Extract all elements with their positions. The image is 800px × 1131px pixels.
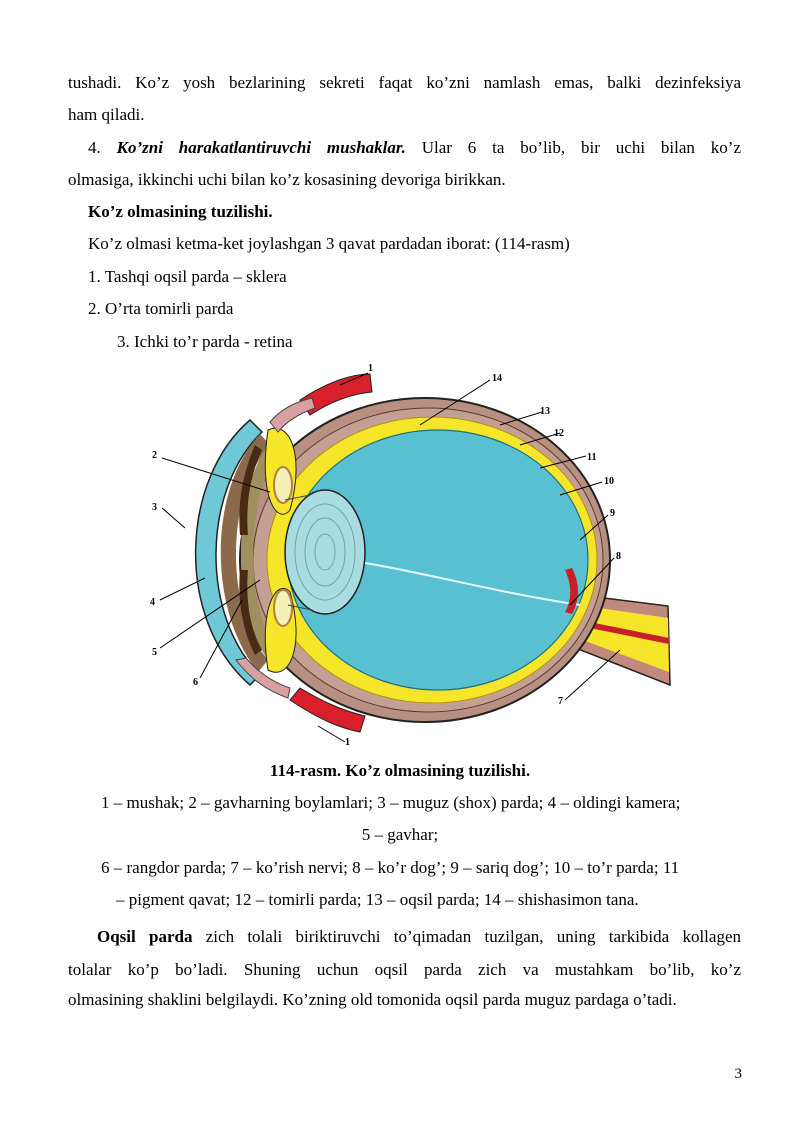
iris-lower bbox=[239, 570, 262, 655]
label-1-bottom: 1 bbox=[345, 737, 350, 745]
label-1-top: 1 bbox=[368, 363, 373, 374]
page-number: 3 bbox=[734, 1066, 743, 1082]
section-term: Ko’zni harakatlantiruvchi mushaklar. bbox=[116, 138, 406, 157]
muscle-lower bbox=[289, 687, 366, 733]
ciliary-process-upper bbox=[273, 466, 293, 504]
paragraph-line: olmasiga, ikkinchi uchi bilan ko’z kosas… bbox=[68, 170, 506, 189]
caption-line: 5 – gavhar; bbox=[361, 825, 439, 844]
paragraph-text: Ular 6 ta bo’lib, bir uchi bilan ko’z bbox=[421, 138, 742, 157]
ciliary-process-lower bbox=[273, 589, 293, 627]
label-4: 4 bbox=[150, 597, 155, 608]
paragraph-line: tolalar ko’p bo’ladi. Shuning uchun oqsi… bbox=[68, 960, 741, 979]
label-5: 5 bbox=[152, 647, 157, 658]
list-item: 2. O’rta tomirli parda bbox=[88, 299, 234, 318]
label-9: 9 bbox=[610, 508, 615, 519]
intro-line: Ko’z olmasi ketma-ket joylashgan 3 qavat… bbox=[88, 234, 570, 253]
label-7: 7 bbox=[558, 696, 563, 707]
section-heading: Ko’z olmasining tuzilishi. bbox=[88, 202, 273, 221]
label-8: 8 bbox=[616, 551, 621, 562]
lens-ring bbox=[314, 533, 336, 571]
label-12: 12 bbox=[554, 428, 564, 439]
paragraph-text: zich tolali biriktiruvchi to’qimadan tuz… bbox=[205, 927, 741, 946]
zonule-fibers bbox=[284, 494, 313, 611]
paragraph-line: 4. Ko’zni harakatlantiruvchi mushaklar. … bbox=[88, 131, 741, 164]
anterior-chamber bbox=[220, 434, 270, 672]
blind-spot bbox=[565, 568, 578, 614]
muscle-upper-tendon bbox=[269, 397, 316, 433]
figure-caption-title: 114-rasm. Ko’z olmasining tuzilishi. bbox=[269, 761, 531, 780]
anterior-chamber-inner bbox=[241, 445, 278, 660]
eye-diagram: 1 2 3 4 5 6 7 8 9 10 11 12 13 14 1 bbox=[150, 363, 671, 745]
paragraph-line: tushadi. Ko’z yosh bezlarining sekreti f… bbox=[68, 73, 741, 92]
list-item: 3. Ichki to’r parda - retina bbox=[117, 332, 293, 351]
muscle-lower-tendon bbox=[235, 657, 291, 699]
term-oqsil-parda: Oqsil parda bbox=[97, 927, 193, 946]
iris-upper bbox=[239, 445, 262, 535]
label-6: 6 bbox=[193, 677, 198, 688]
label-10: 10 bbox=[604, 476, 614, 487]
caption-line: – pigment qavat; 12 – tomirli parda; 13 … bbox=[116, 890, 639, 909]
label-2: 2 bbox=[152, 450, 157, 461]
caption-line: 1 – mushak; 2 – gavharning boylamlari; 3… bbox=[101, 793, 681, 812]
caption-line: 6 – rangdor parda; 7 – ko’rish nervi; 8 … bbox=[101, 858, 680, 877]
list-number: 4. bbox=[88, 138, 101, 157]
paragraph-line: Oqsil parda zich tolali biriktiruvchi to… bbox=[97, 920, 741, 953]
label-11: 11 bbox=[587, 452, 596, 463]
paragraph-line: olmasining shaklini belgilaydi. Ko’zning… bbox=[68, 990, 677, 1009]
paragraph-line: ham qiladi. bbox=[68, 105, 145, 124]
muscle-upper bbox=[299, 373, 373, 416]
lens-ring bbox=[294, 503, 356, 601]
lens-ring bbox=[304, 517, 346, 587]
lens bbox=[284, 489, 366, 615]
label-3: 3 bbox=[152, 502, 157, 513]
label-13: 13 bbox=[540, 406, 550, 417]
label-14: 14 bbox=[492, 373, 502, 384]
leader-lines bbox=[159, 372, 621, 743]
list-item: 1. Tashqi oqsil parda – sklera bbox=[88, 267, 287, 286]
